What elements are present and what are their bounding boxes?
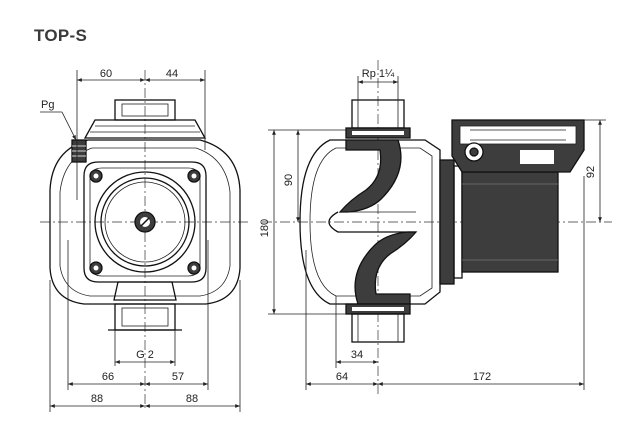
dim-88-right: 88 [186,393,198,405]
label-rp: Rp 1¼ [362,68,395,80]
dim-57: 57 [172,371,184,383]
volute-lower [354,231,418,305]
dim-66: 66 [102,371,114,383]
motor-head [83,161,207,283]
motor-collar [439,159,455,285]
front-view [40,70,250,408]
motor-ring-mid [100,177,190,267]
front-bottom-collar [113,281,177,301]
motor-can [461,171,559,273]
label-pg: Pg [41,99,54,111]
label-g2: G 2 [136,349,154,361]
dim-90: 90 [283,174,295,186]
dim-64: 64 [336,371,348,383]
motor-ring-outer [94,171,196,273]
dim-44: 44 [166,68,178,80]
side-bottom-port [351,313,405,343]
dim-92: 92 [585,166,597,178]
page-title: TOP-S [34,26,88,45]
front-housing-inner [59,147,231,297]
front-dimensions: 60 44 Pg G 2 66 57 88 88 [40,68,241,412]
side-dimensions: Rp 1¼ 180 90 92 34 64 172 [259,68,606,390]
front-housing-outline [49,139,241,305]
dim-34: 34 [351,349,363,361]
volute-upper [338,139,402,213]
dim-60: 60 [100,68,112,80]
dim-180: 180 [259,219,271,237]
dim-88-left: 88 [91,393,103,405]
dim-172: 172 [473,371,491,383]
side-view [262,60,612,395]
